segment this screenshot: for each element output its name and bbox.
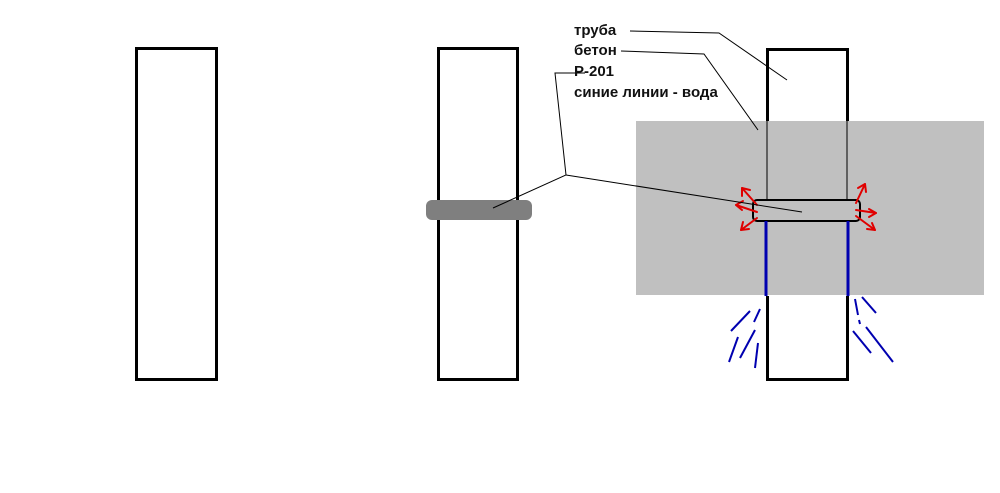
pipe-1 [135, 47, 218, 381]
label-water-legend: синие линии - вода [574, 84, 718, 101]
label-concrete: бетон [574, 42, 617, 59]
water-leak-right [852, 296, 894, 363]
water-leak-left [728, 308, 761, 369]
seal-band-3 [752, 199, 861, 222]
water-lines [764, 221, 850, 296]
seal-band-2 [426, 200, 532, 220]
leader-lines [492, 30, 803, 213]
pressure-arrows [735, 183, 877, 231]
label-pipe: труба [574, 22, 617, 39]
label-seal: Р-201 [574, 63, 615, 80]
pipe-3-top [766, 48, 849, 121]
